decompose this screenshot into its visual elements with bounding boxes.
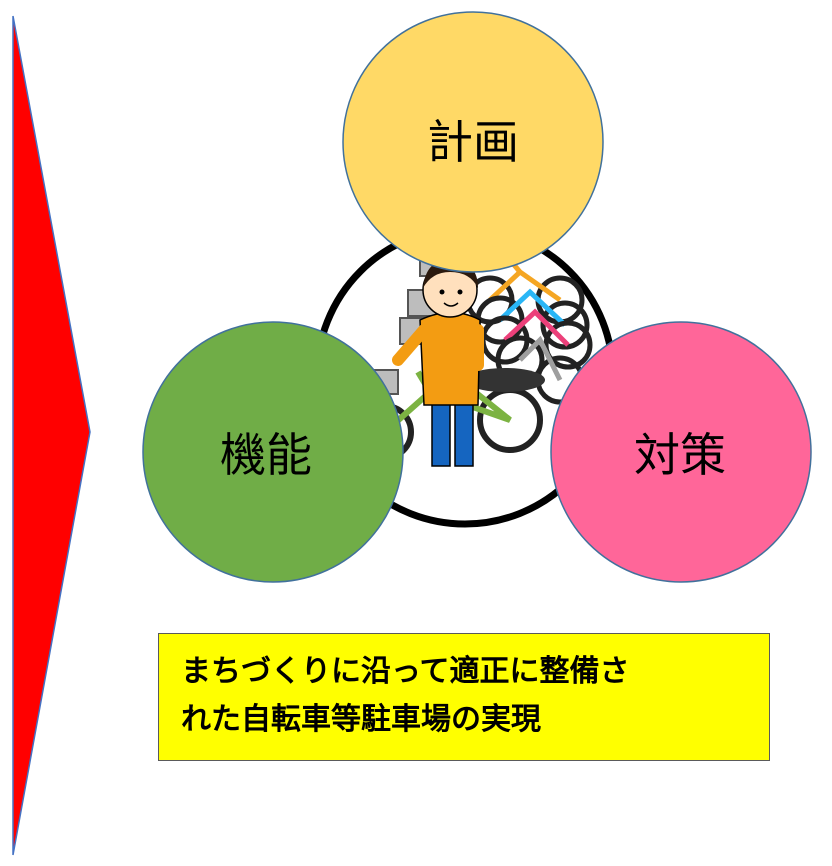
goal-text-line-2: れた自転車等駐車場の実現	[181, 702, 541, 737]
goal-box: まちづくりに沿って適正に整備さ れた自転車等駐車場の実現	[158, 633, 770, 761]
circle-measures-label: 対策	[634, 428, 726, 482]
circle-function	[142, 321, 404, 583]
circle-planning	[342, 11, 604, 273]
red-arrow-shape	[12, 15, 91, 856]
circle-function-label: 機能	[220, 428, 312, 482]
circle-planning-label: 計画	[427, 115, 519, 169]
goal-text-line-1: まちづくりに沿って適正に整備さ	[181, 654, 630, 689]
circle-measures	[550, 321, 812, 583]
